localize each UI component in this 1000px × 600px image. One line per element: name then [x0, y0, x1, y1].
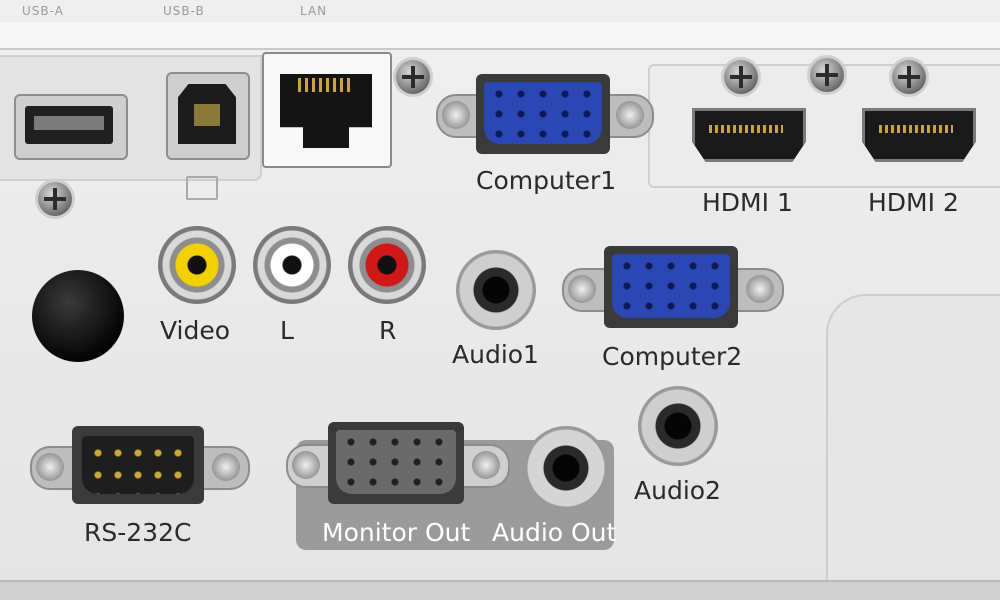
audio-out-jack[interactable]: [524, 426, 608, 510]
monitor-out-label: Monitor Out: [322, 518, 471, 547]
computer2-label: Computer2: [602, 342, 743, 371]
monitor-out-vga-port[interactable]: [286, 422, 510, 506]
audio1-jack[interactable]: [456, 250, 536, 330]
audio-left-rca-jack[interactable]: [253, 226, 331, 304]
audio2-jack[interactable]: [638, 386, 718, 466]
computer1-vga-port[interactable]: [436, 74, 654, 156]
screw-icon: [724, 60, 758, 94]
serial-pins-icon: [82, 436, 194, 494]
lan-top-label: LAN: [300, 4, 328, 18]
ir-receiver: [32, 270, 124, 362]
usb-b-top-label: USB-B: [163, 4, 205, 18]
hdmi2-label: HDMI 2: [868, 188, 959, 217]
usb-a-port[interactable]: [14, 94, 128, 160]
top-edge: [0, 22, 1000, 50]
rs232c-port[interactable]: [30, 424, 250, 508]
audio-left-label: L: [280, 316, 294, 345]
usb-a-top-label: USB-A: [22, 4, 64, 18]
hdmi1-port[interactable]: [692, 108, 806, 162]
screw-icon: [38, 182, 72, 216]
video-rca-jack[interactable]: [158, 226, 236, 304]
computer1-label: Computer1: [476, 166, 617, 195]
screw-icon: [396, 60, 430, 94]
rs232c-label: RS-232C: [84, 518, 192, 547]
bottom-edge: [0, 580, 1000, 600]
vga-pins-icon: [336, 430, 456, 494]
vga-pins-icon: [612, 254, 730, 318]
vga-pins-icon: [484, 82, 602, 144]
side-housing: [826, 294, 1000, 588]
monitor-icon: [186, 176, 218, 200]
lan-port[interactable]: [262, 52, 392, 168]
usb-b-port[interactable]: [166, 72, 250, 160]
video-label: Video: [160, 316, 231, 345]
audio-right-label: R: [379, 316, 397, 345]
screw-icon: [810, 58, 844, 92]
audio1-label: Audio1: [452, 340, 539, 369]
audio-out-label: Audio Out: [492, 518, 617, 547]
hdmi2-port[interactable]: [862, 108, 976, 162]
computer2-vga-port[interactable]: [562, 246, 784, 330]
audio2-label: Audio2: [634, 476, 721, 505]
screw-icon: [892, 60, 926, 94]
hdmi1-label: HDMI 1: [702, 188, 793, 217]
audio-right-rca-jack[interactable]: [348, 226, 426, 304]
